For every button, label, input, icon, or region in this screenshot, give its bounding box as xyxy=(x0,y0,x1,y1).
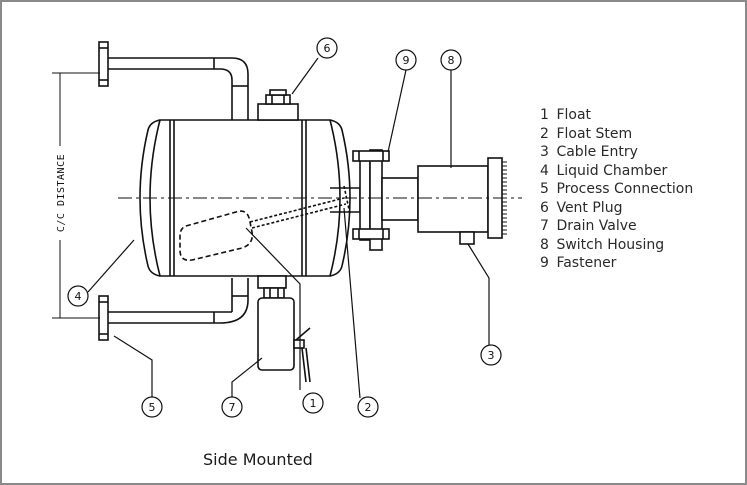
callout-3-circle xyxy=(480,344,502,366)
cc-dimension xyxy=(52,72,100,319)
drain-valve xyxy=(257,275,311,383)
callout-7-circle xyxy=(221,396,243,418)
callout-5: 5 xyxy=(149,401,156,414)
legend-item: 6 Vent Plug xyxy=(540,199,623,216)
vent-plug xyxy=(257,89,299,121)
legend-item: 4 Liquid Chamber xyxy=(540,162,668,179)
legend-item: 3 Cable Entry xyxy=(540,144,638,160)
callout-7: 7 xyxy=(229,401,236,414)
callout-2-circle xyxy=(357,396,379,418)
callout-3: 3 xyxy=(488,349,495,362)
cable-entry xyxy=(459,231,475,245)
diagram-caption: Side Mounted xyxy=(203,450,313,469)
callout-6-circle xyxy=(316,37,338,59)
lower-process-connection xyxy=(98,278,249,341)
upper-process-connection xyxy=(98,41,249,124)
callout-1: 1 xyxy=(310,397,317,410)
switch-housing xyxy=(381,157,507,245)
legend-item: 1 Float xyxy=(540,107,592,123)
legend-item: 5 Process Connection xyxy=(540,181,694,197)
mounting-flange xyxy=(330,149,390,251)
callout-9-circle xyxy=(395,49,417,71)
callout-8-circle xyxy=(440,49,462,71)
callout-2: 2 xyxy=(365,401,372,414)
callout-8: 8 xyxy=(448,54,455,67)
callout-6: 6 xyxy=(324,42,331,55)
callout-1-circle xyxy=(302,392,324,414)
fastener-top xyxy=(352,150,390,162)
leader-lines xyxy=(87,57,490,399)
cc-distance-label: C/C DISTANCE xyxy=(56,154,67,232)
callout-4: 4 xyxy=(75,290,82,303)
callout-5-circle xyxy=(141,396,163,418)
parts-legend: 1 Float 2 Float Stem 3 Cable Entry 4 Liq… xyxy=(540,106,693,273)
legend-item: 9 Fastener xyxy=(540,255,617,271)
float-assembly xyxy=(179,197,347,262)
callout-9: 9 xyxy=(403,54,410,67)
legend-item: 8 Switch Housing xyxy=(540,236,665,253)
legend-item: 7 Drain Valve xyxy=(540,218,637,234)
callout-4-circle xyxy=(67,285,89,307)
legend-item: 2 Float Stem xyxy=(540,125,633,142)
fastener-bottom xyxy=(352,228,390,240)
